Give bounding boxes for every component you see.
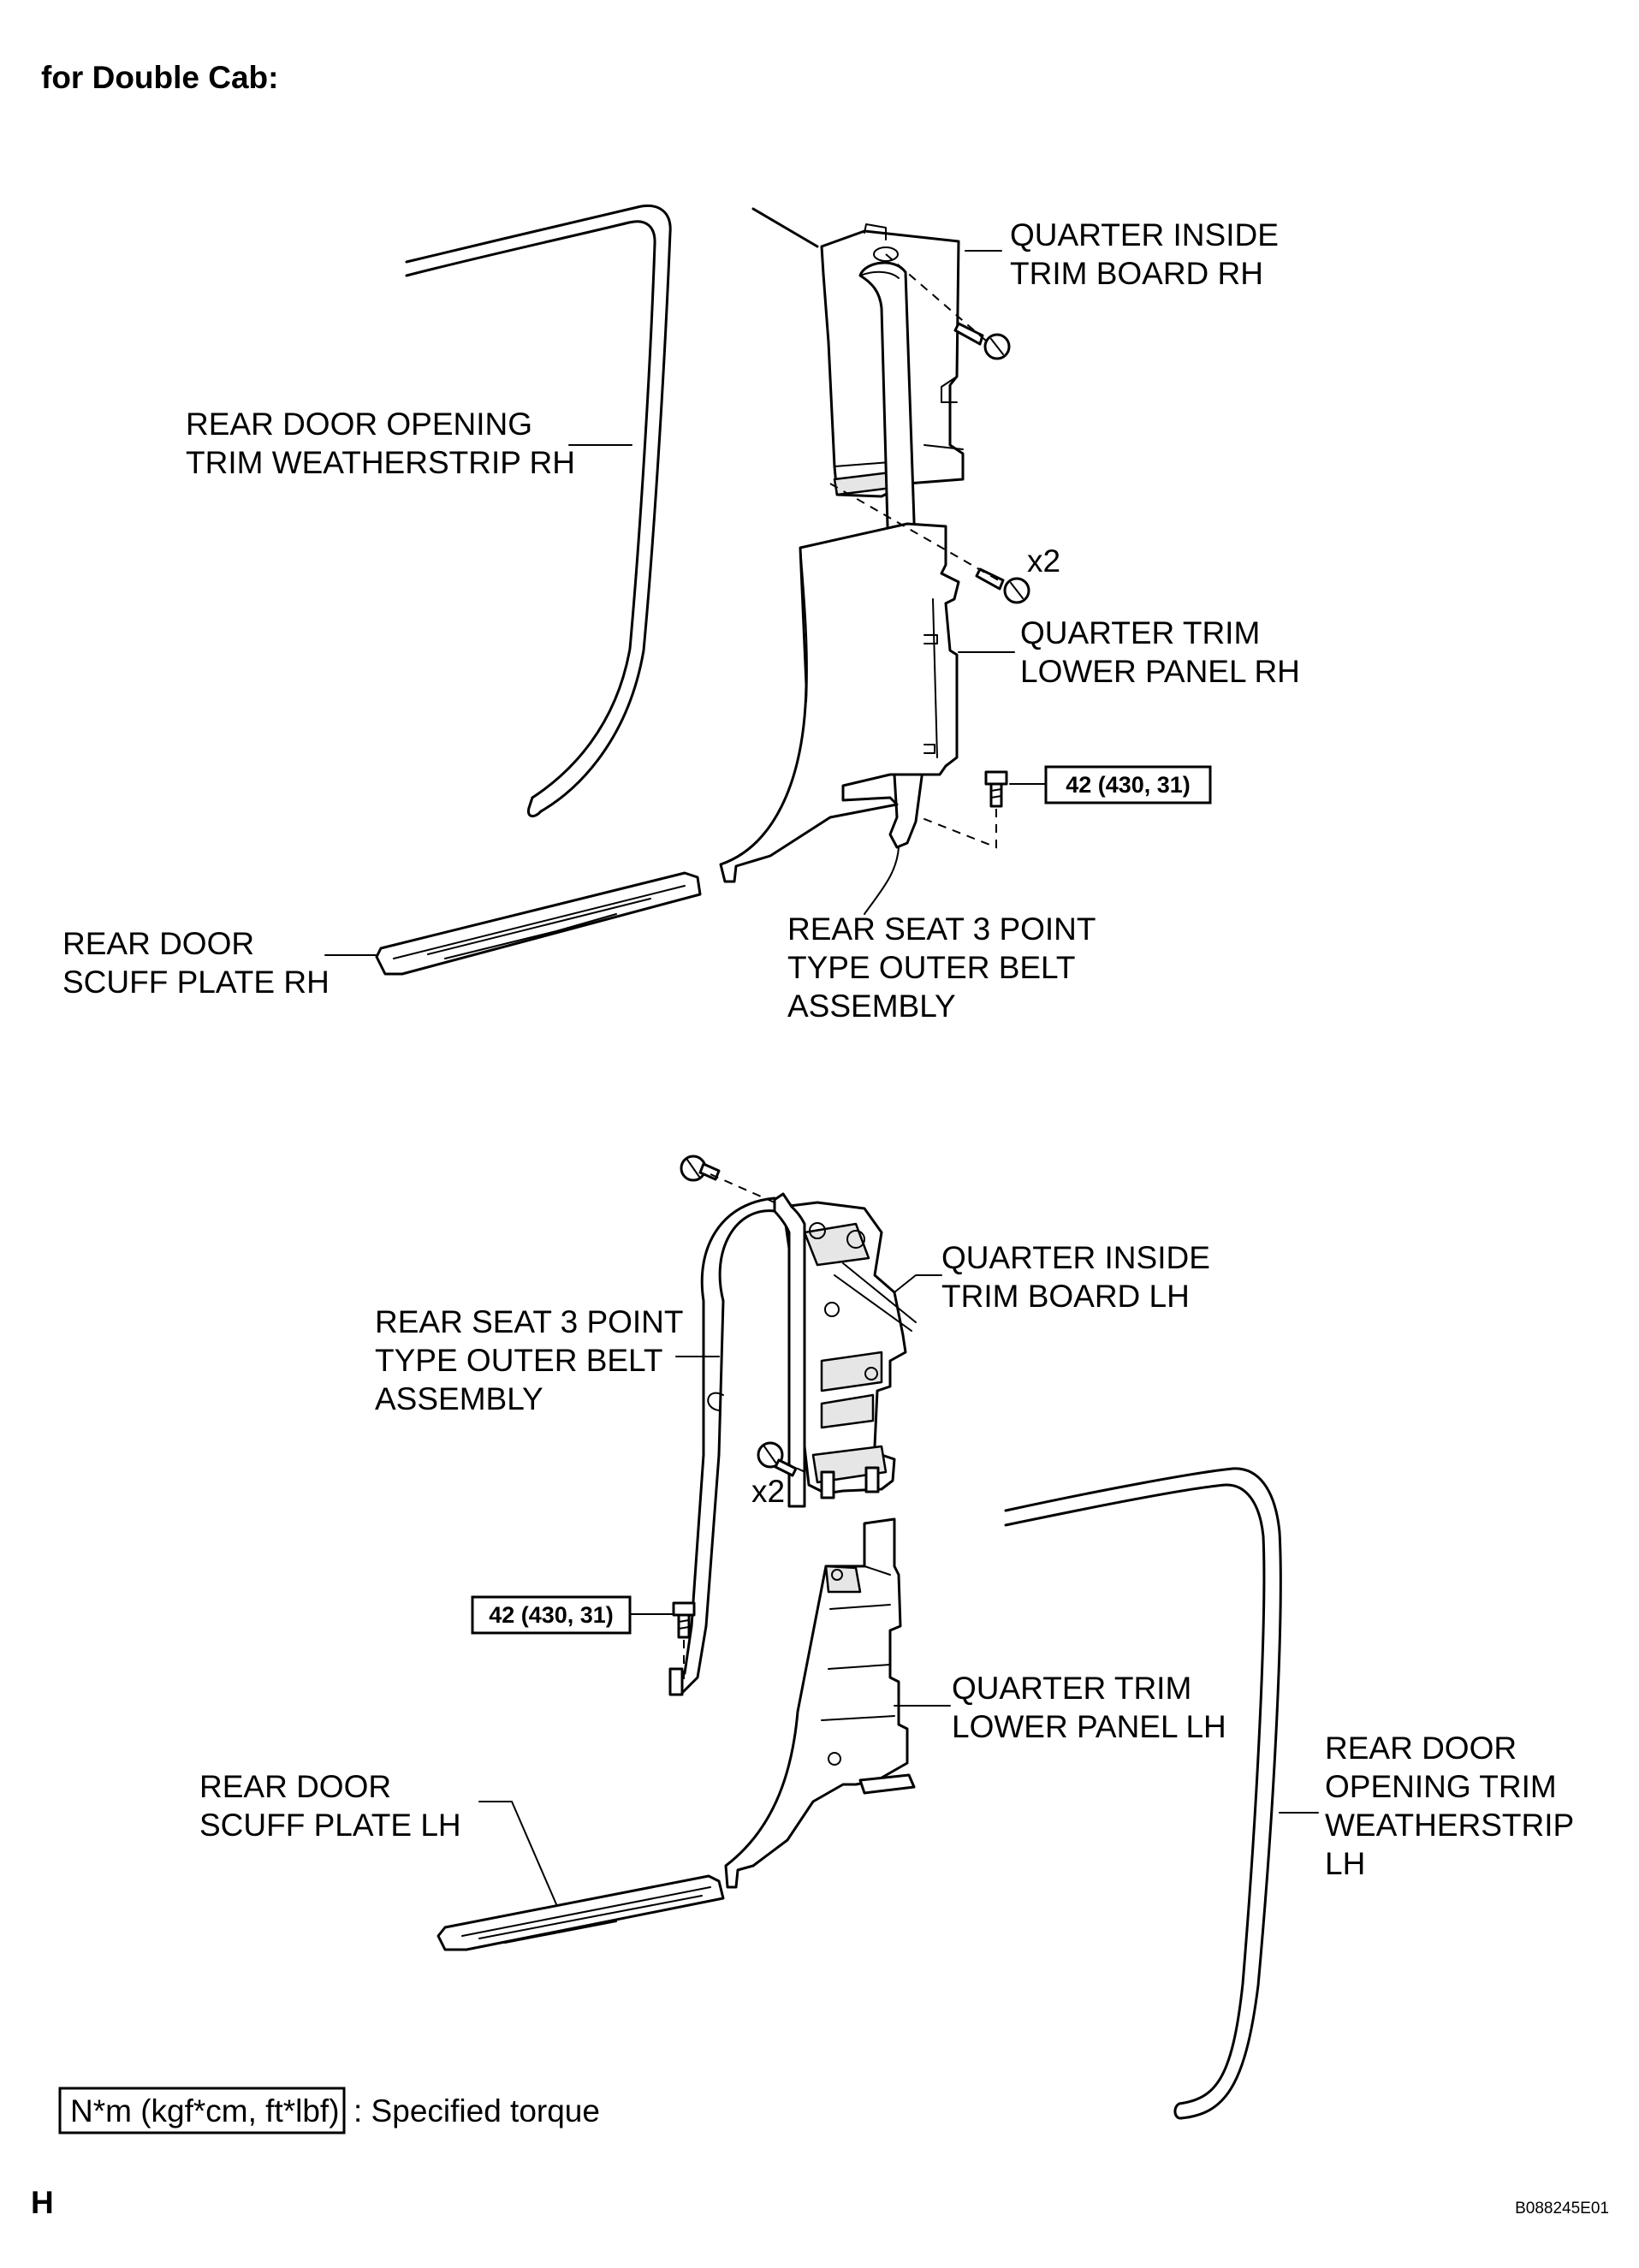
label-quarter-inside-trim-board-lh: QUARTER INSIDE TRIM BOARD LH: [941, 1240, 1219, 1314]
bolt-icon: [975, 567, 1030, 604]
label-belt-lh: REAR SEAT 3 POINT TYPE OUTER BELT ASSEMB…: [375, 1304, 692, 1416]
label-weatherstrip-lh: REAR DOOR OPENING TRIM WEATHERSTRIP LH: [1325, 1731, 1583, 1881]
bolt-icon: [680, 1155, 721, 1182]
bolt-icon: [757, 1441, 798, 1477]
label-belt-rh: REAR SEAT 3 POINT TYPE OUTER BELT ASSEMB…: [787, 911, 1104, 1024]
rear-seat-3-point-type-outer-belt-lh: [668, 1192, 806, 1696]
label-scuff-plate-rh: REAR DOOR SCUFF PLATE RH: [62, 926, 330, 1000]
label-quarter-inside-trim-board-rh: QUARTER INSIDE TRIM BOARD RH: [1010, 217, 1287, 291]
bolt-icon: [984, 770, 1008, 808]
rear-door-scuff-plate-lh: [436, 1874, 725, 1951]
count-label: x2: [751, 1474, 785, 1509]
rear-door-scuff-plate-rh: [375, 871, 702, 976]
torque-legend: N*m (kgf*cm, ft*lbf) : Specified torque: [58, 2087, 600, 2134]
legend-unit: N*m (kgf*cm, ft*lbf): [70, 2093, 340, 2128]
label-quarter-trim-lower-panel-rh: QUARTER TRIM LOWER PANEL RH: [1020, 615, 1300, 689]
bolt-icon: [672, 1601, 696, 1639]
diagram-title: for Double Cab:: [41, 60, 278, 95]
rear-door-opening-trim-weatherstrip-rh: [405, 205, 672, 817]
bolt-icon: [953, 322, 1011, 360]
label-scuff-plate-lh: REAR DOOR SCUFF PLATE LH: [199, 1769, 461, 1843]
legend-text: : Specified torque: [353, 2093, 600, 2128]
quarter-trim-lower-panel-lh: [724, 1517, 916, 1889]
rear-door-opening-trim-weatherstrip-lh: [1004, 1467, 1282, 2120]
torque-value: 42 (430, 31): [1066, 772, 1191, 798]
footer-letter: H: [31, 2185, 54, 2220]
quarter-inside-trim-board-rh: [751, 207, 965, 498]
rh-assembly: 42 (430, 31) QUARTER INSIDE TRIM BOARD R…: [62, 205, 1300, 1024]
lh-assembly: 42 (430, 31) QUARTER INSIDE TRIM BOARD L…: [199, 1155, 1583, 2120]
label-quarter-trim-lower-panel-lh: QUARTER TRIM LOWER PANEL LH: [952, 1671, 1226, 1744]
count-label: x2: [1027, 543, 1060, 579]
figure-code: B088245E01: [1515, 2200, 1609, 2218]
torque-value: 42 (430, 31): [489, 1602, 614, 1628]
torque-box: [1044, 765, 1212, 804]
quarter-inside-trim-board-lh: [781, 1201, 917, 1499]
quarter-trim-lower-panel-rh: [719, 522, 960, 883]
label-weatherstrip-rh: REAR DOOR OPENING TRIM WEATHERSTRIP RH: [186, 407, 575, 480]
torque-box: [471, 1595, 632, 1635]
